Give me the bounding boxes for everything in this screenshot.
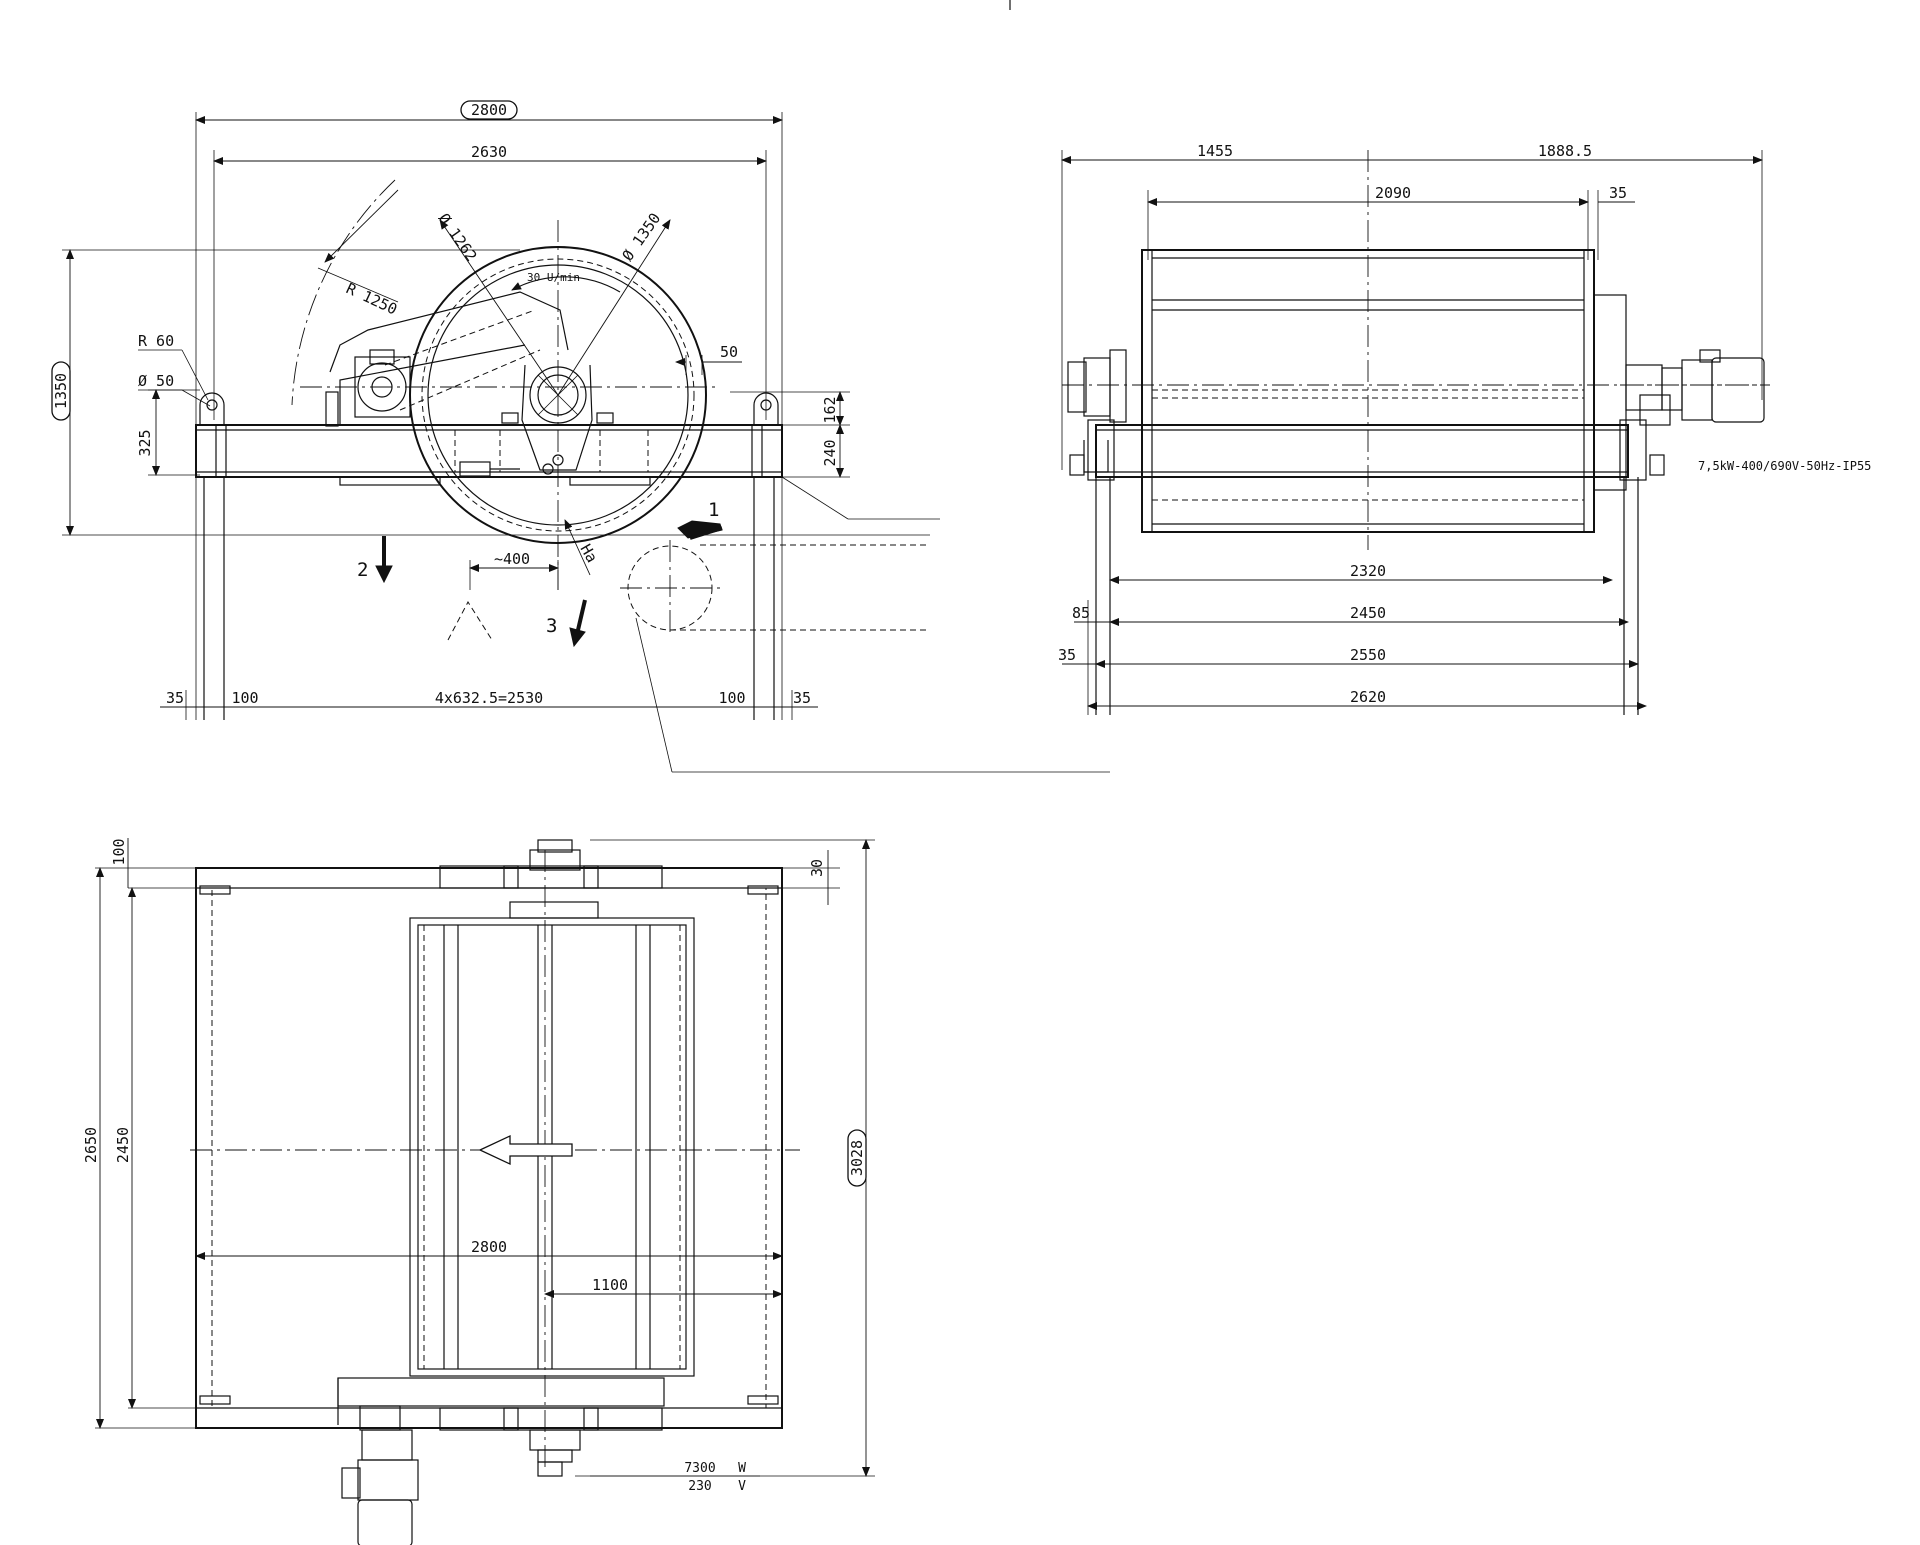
bottom-35-right: 35 <box>793 689 811 707</box>
side-1888-label: 1888.5 <box>1538 142 1592 160</box>
approx-400-label: ~400 <box>494 550 530 568</box>
bottom-100-left: 100 <box>231 689 258 707</box>
side-85-label: 85 <box>1072 604 1090 622</box>
flow-direction-arrow-icon <box>375 565 393 584</box>
speed-label: 30 U/min <box>527 271 580 284</box>
plan-30-label: 30 <box>808 859 826 877</box>
drum: Ø 1262 Ø 1350 30 U/min <box>409 210 707 590</box>
side-top-dims: 1455 1888.5 2090 35 <box>1061 142 1763 550</box>
side-frame <box>1087 419 1647 715</box>
bottom-100-right: 100 <box>718 689 745 707</box>
side-1455-label: 1455 <box>1197 142 1233 160</box>
plan-2800-label: 2800 <box>471 1238 507 1256</box>
plan-voltage-unit: V <box>738 1479 746 1494</box>
plan-3028-label: 3028 <box>848 1140 866 1176</box>
gap-50-label: 50 <box>720 343 738 361</box>
dim-approx-400: ~400 <box>469 550 559 590</box>
ha-label: Ha <box>577 541 602 566</box>
side-2620-label: 2620 <box>1350 688 1386 706</box>
side-view: 1455 1888.5 2090 35 <box>1058 142 1871 715</box>
plan-bottom-bar <box>337 1377 665 1545</box>
front-view: 2800 2630 1350 325 R 60 <box>51 100 1110 773</box>
dim-height-overall: 1350 <box>51 249 930 536</box>
dim-right-heights: 162 240 <box>730 391 850 478</box>
side-2450-label: 2450 <box>1350 604 1386 622</box>
plan-voltage-label: 230 <box>688 1479 711 1494</box>
side-drum <box>1062 249 1770 533</box>
side-2090-label: 2090 <box>1375 184 1411 202</box>
dim-240-label: 240 <box>821 439 839 466</box>
side-bottom-dims: 2320 2450 85 2550 35 2620 <box>1058 562 1647 715</box>
drive-arm <box>300 291 720 427</box>
dim-162-label: 162 <box>821 396 839 423</box>
flow-label-3: 3 <box>546 615 557 637</box>
dim-overall-width: 2800 <box>195 100 783 720</box>
plan-power-label: 7300 <box>684 1461 715 1476</box>
d1350-label: Ø 1350 <box>619 210 665 265</box>
plan-100-label: 100 <box>110 838 128 865</box>
flow-arrows: 1 2 3 <box>357 499 723 648</box>
plan-dims: 100 2650 2450 30 3028 2800 1100 7300 W 2… <box>82 838 875 1494</box>
dim-1350-label: 1350 <box>52 373 70 409</box>
plan-frame <box>195 867 783 1429</box>
flow-label-1: 1 <box>708 499 719 521</box>
flow-direction-arrow-icon <box>478 1134 573 1166</box>
inlet-pipe <box>620 540 1110 773</box>
bottom-spacing: 4x632.5=2530 <box>435 689 543 707</box>
lifting-lug-callouts: R 60 Ø 50 <box>138 332 211 407</box>
side-2320-label: 2320 <box>1350 562 1386 580</box>
dim-height-frame: 325 <box>136 389 200 476</box>
plan-1100-label: 1100 <box>592 1276 628 1294</box>
side-35-label: 35 <box>1609 184 1627 202</box>
motor-spec-label: 7,5kW-400/690V-50Hz-IP55 <box>1698 459 1871 473</box>
plan-top-bar <box>439 839 663 919</box>
plan-2450-label: 2450 <box>114 1127 132 1163</box>
plan-view: 100 2650 2450 30 3028 2800 1100 7300 W 2… <box>82 838 875 1545</box>
bearing-bracket <box>501 364 614 471</box>
dim-2800-label: 2800 <box>471 101 507 119</box>
rotation-arrow-icon <box>511 276 621 293</box>
plan-2650-label: 2650 <box>82 1127 100 1163</box>
plan-power-unit: W <box>738 1461 746 1476</box>
side-35b-label: 35 <box>1058 646 1076 664</box>
flow-direction-arrow-icon <box>569 627 586 648</box>
frame-legs <box>203 477 775 720</box>
bottom-35-left: 35 <box>166 689 184 707</box>
flow-label-2: 2 <box>357 559 368 581</box>
d50-label: Ø 50 <box>138 372 174 390</box>
plan-drum <box>409 850 695 1470</box>
dim-inner-width: 2630 <box>213 143 767 420</box>
side-2550-label: 2550 <box>1350 646 1386 664</box>
dim-2630-label: 2630 <box>471 143 507 161</box>
dim-gap-50: 50 <box>675 343 742 375</box>
side-motor: 7,5kW-400/690V-50Hz-IP55 <box>1593 294 1871 491</box>
dim-bottom-row: 35 100 4x632.5=2530 100 35 <box>160 689 818 720</box>
side-left-bearing <box>1067 349 1127 476</box>
d1262-label: Ø 1262 <box>435 210 481 265</box>
frame-beam <box>195 392 783 486</box>
dim-325-label: 325 <box>136 429 154 456</box>
r1250-label: R 1250 <box>343 279 400 318</box>
ha-dim: Ha <box>564 519 602 576</box>
r60-label: R 60 <box>138 332 174 350</box>
